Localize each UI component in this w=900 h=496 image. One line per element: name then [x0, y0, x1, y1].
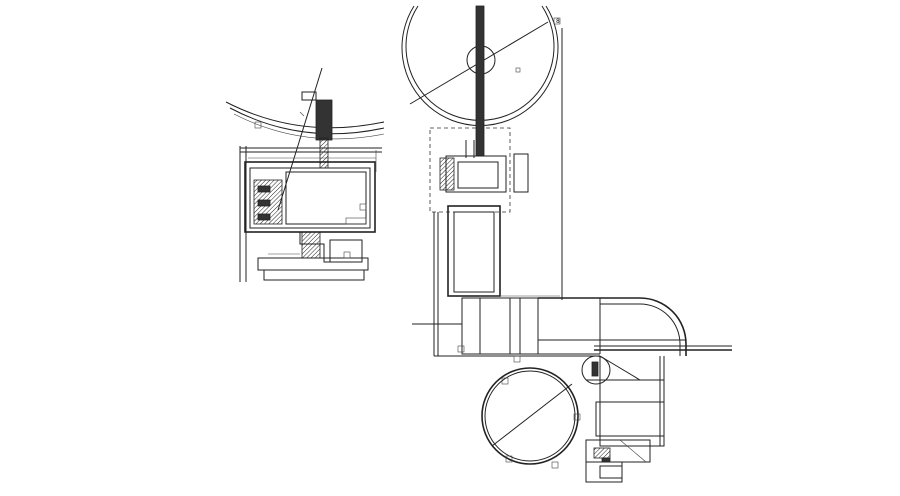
detail-view-left [225, 67, 385, 282]
bottom-tank [481, 355, 665, 483]
top-tank: 8 [401, 5, 563, 356]
top-tank-tag: 8 [556, 18, 560, 25]
pipe-elbow [412, 295, 732, 363]
